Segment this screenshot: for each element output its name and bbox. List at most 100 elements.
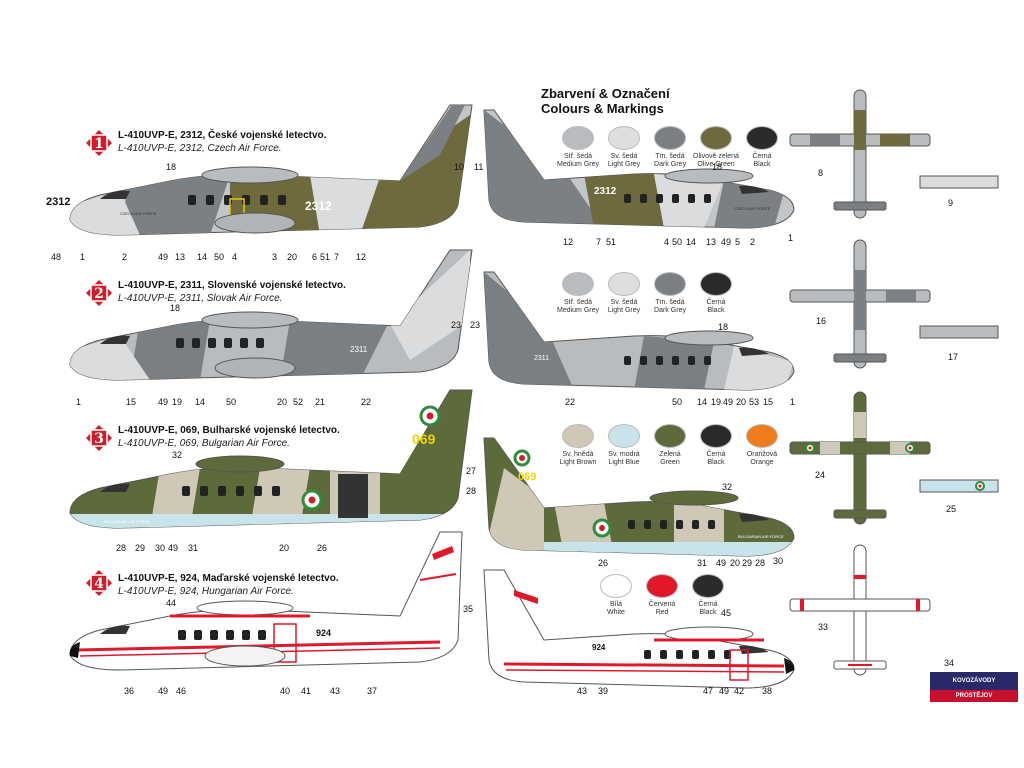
s2-callout-50: 50 [226, 397, 237, 407]
scheme-4-right-aircraft: 924 [483, 569, 795, 689]
scheme-1-right-serial: 2312 [594, 186, 617, 197]
s2-callout-14: 14 [195, 397, 206, 407]
s2r-callout-16: 16 [816, 316, 827, 326]
s2r-callout-49: 49 [723, 397, 734, 407]
s2-swatch-dot-4 [700, 272, 732, 296]
s3r-callout-30: 30 [773, 556, 784, 566]
scheme-3-left-aircraft: 069 BULGARIAN AIR FORCE [69, 389, 473, 529]
s2r-callout-19: 19 [711, 397, 722, 407]
s2-callout-22: 22 [361, 397, 372, 407]
s2-callout-19: 19 [172, 397, 183, 407]
scheme-3-right-bulgarian-af-text: BULGARIAN AIR FORCE [738, 534, 784, 539]
s2-callout-1: 1 [76, 397, 82, 407]
s3r-callout-24: 24 [815, 470, 826, 480]
scheme-3-badge: 3 [86, 425, 112, 451]
s2r-callout-53: 53 [749, 397, 760, 407]
scheme-3-title-cz: L-410UVP-E, 069, Bulharské vojenské lete… [118, 425, 340, 436]
s1r-callout-7: 7 [596, 237, 602, 247]
s3-callout-32: 32 [172, 450, 183, 460]
s3-swatch-en-1: Light Brown [559, 459, 597, 466]
scheme-3-wing-detail [919, 479, 999, 493]
s3-swatch-cz-3: Zelená [659, 451, 681, 458]
s1r-callout-8: 8 [818, 168, 824, 178]
s4-swatch-en-3: Black [699, 609, 717, 616]
s2-swatch-cz-2: Sv. šedá [610, 299, 638, 306]
s2-callout-20: 20 [277, 397, 288, 407]
s4-callout-44: 44 [166, 598, 177, 608]
s4-callout-40: 40 [280, 686, 291, 696]
s1r-callout-50: 50 [672, 237, 683, 247]
scheme-1-title-cz: L-410UVP-E, 2312, České vojenské letectv… [118, 130, 327, 141]
s4r-callout-33: 33 [818, 622, 829, 632]
s3r-callout-25: 25 [946, 504, 957, 514]
s1-swatch-cz-2: Sv. šedá [610, 153, 638, 160]
s1r-callout-12: 12 [563, 237, 574, 247]
s2r-callout-20: 20 [736, 397, 747, 407]
s2-swatch-en-4: Black [707, 307, 725, 314]
s1r-callout-9: 9 [948, 198, 954, 208]
s2r-callout-14: 14 [697, 397, 708, 407]
s3-callout-29: 29 [135, 543, 146, 553]
s3-swatch-en-5: Orange [750, 459, 774, 466]
s1r-callout-49: 49 [721, 237, 732, 247]
s4r-callout-49: 49 [719, 686, 730, 696]
scheme-3-right-fin-serial: 069 [518, 471, 536, 483]
scheme-2-title-cz: L-410UVP-E, 2311, Slovenské vojenské let… [118, 280, 346, 291]
scheme-1-top-view [789, 89, 931, 219]
s3-swatch-dot-5 [746, 424, 778, 448]
s2r-callout-15: 15 [763, 397, 774, 407]
scheme-4-badge: 4 [86, 570, 112, 596]
scheme-3-bulgarian-af-text: BULGARIAN AIR FORCE [104, 519, 150, 524]
s2-swatch-cz-3: Tm. šedá [655, 299, 685, 306]
colours-title-en: Colours & Markings [541, 101, 664, 116]
s2r-callout-22: 22 [565, 397, 576, 407]
s4-callout-46: 46 [176, 686, 187, 696]
s1r-callout-51: 51 [606, 237, 617, 247]
s2-callout-18: 18 [170, 303, 181, 313]
s1r-callout-2: 2 [750, 237, 756, 247]
scheme-1-fuselage-serial: 2312 [305, 199, 332, 213]
s1-swatch-en-3: Dark Grey [654, 161, 686, 168]
s3-callout-28: 28 [116, 543, 127, 553]
s4r-callout-43: 43 [577, 686, 588, 696]
s4-swatch-en-1: White [607, 609, 625, 616]
s1-callout-20: 20 [287, 252, 298, 262]
scheme-4-number: 4 [94, 576, 104, 592]
scheme-4-fuselage-serial: 924 [316, 628, 331, 638]
scheme-4-title-en: L-410UVP-E, 924, Hungarian Air Force. [118, 586, 294, 597]
s4-callout-43: 43 [330, 686, 341, 696]
scheme-4-top-view [789, 544, 931, 676]
s1r-callout-13: 13 [706, 237, 717, 247]
s1-swatch-cz-1: Stř. šedá [563, 153, 592, 160]
s3-swatch-dot-4 [700, 424, 732, 448]
s1-swatch-dot-2 [608, 126, 640, 150]
scheme-2-badge: 2 [86, 280, 112, 306]
s3r-callout-49: 49 [716, 558, 727, 568]
s3-swatch-cz-2: Sv. modrá [608, 451, 640, 458]
s3-swatch-dot-3 [654, 424, 686, 448]
s4-swatch-en-2: Red [655, 609, 669, 616]
s1r-callout-11: 11 [474, 162, 484, 172]
scheme-3-fin-serial: 069 [412, 431, 436, 447]
scheme-1-wing-detail [919, 175, 999, 189]
scheme-3-number: 3 [94, 431, 104, 447]
scheme-2-title-en: L-410UVP-E, 2311, Slovak Air Force. [118, 293, 283, 304]
s4-swatch-cz-1: Bílá [609, 601, 623, 608]
s1-swatch-en-4: Olive Green [697, 161, 735, 168]
manufacturer-logo-bottom: PROSTĚJOV [930, 690, 1018, 702]
s3r-callout-31: 31 [697, 558, 708, 568]
s2-swatch-en-2: Light Grey [607, 307, 641, 314]
s2-callout-21: 21 [315, 397, 326, 407]
s3r-callout-32: 32 [722, 482, 733, 492]
scheme-1-right-czech-af-text: CZECH AIR FORCE [734, 206, 771, 211]
s2r-callout-23: 23 [470, 320, 481, 330]
